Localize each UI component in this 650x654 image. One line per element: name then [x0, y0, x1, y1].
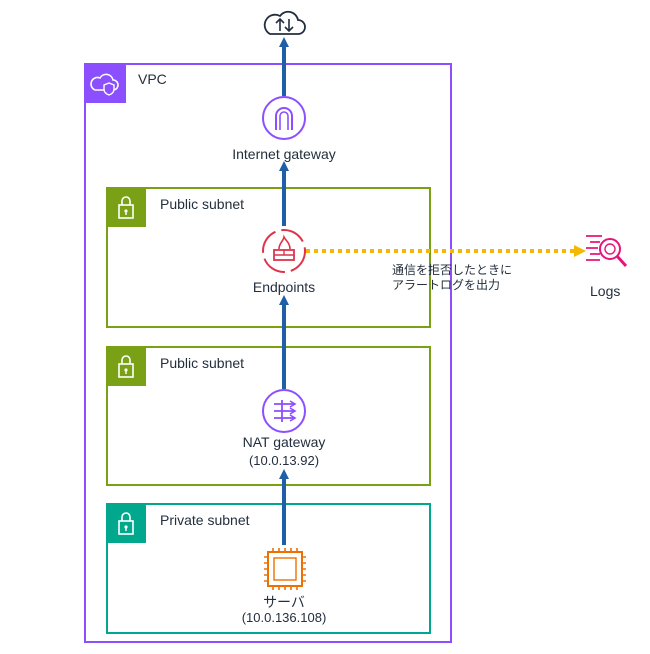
log-annotation: 通信を拒否したときに アラートログを出力 [392, 263, 513, 292]
logs-label: Logs [590, 283, 621, 299]
server-label: サーバ [263, 594, 305, 610]
public-subnet-1 [106, 187, 431, 328]
public-subnet-2 [106, 346, 431, 486]
endpoints-label: Endpoints [252, 279, 316, 295]
server-instance-icon [264, 548, 306, 590]
nat-gateway-label: NAT gateway [242, 434, 326, 450]
public-subnet-2-badge [106, 346, 146, 386]
firewall-endpoint-icon [262, 229, 306, 273]
lock-icon [118, 196, 134, 219]
nat-gateway-ip: (10.0.13.92) [248, 453, 320, 468]
public-subnet-1-badge [106, 187, 146, 227]
public-subnet-2-label: Public subnet [160, 355, 245, 371]
internet-gateway-label: Internet gateway [232, 146, 336, 162]
vpc-cloud-shield-icon [90, 73, 119, 96]
internet-cloud-icon [263, 10, 306, 35]
public-subnet-1-label: Public subnet [160, 196, 245, 212]
nat-gateway-icon [262, 389, 306, 433]
lock-icon [118, 355, 134, 378]
internet-gateway-icon [262, 96, 306, 140]
logs-search-icon [586, 235, 628, 268]
vpc-boundary [84, 63, 452, 643]
vpc-badge [84, 63, 126, 103]
private-subnet-label: Private subnet [160, 512, 250, 528]
private-subnet-badge [106, 503, 146, 543]
vpc-label: VPC [138, 71, 167, 87]
lock-icon [118, 512, 134, 535]
server-ip: (10.0.136.108) [241, 610, 327, 625]
private-subnet [106, 503, 431, 634]
